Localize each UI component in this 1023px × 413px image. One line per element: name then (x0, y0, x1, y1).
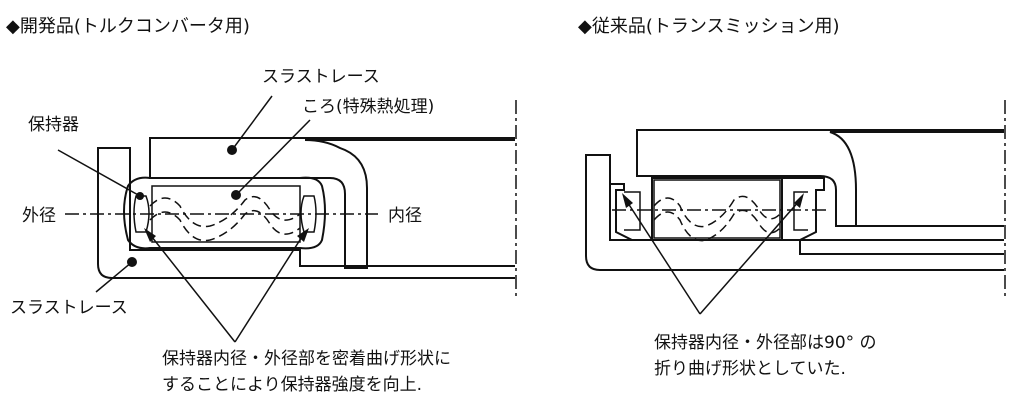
right-arrowhead-a (622, 193, 633, 208)
left-label-thrust-race-top: スラストレース (262, 67, 380, 87)
left-label-outer-diameter: 外径 (22, 206, 56, 226)
left-leader-retainer (57, 149, 141, 197)
left-label-roller: ころ(特殊熱処理) (302, 97, 434, 117)
right-upper-thrust-race (636, 129, 1004, 227)
left-heading: ◆開発品(トルクコンバータ用) (6, 16, 250, 37)
left-leader-race-top (231, 95, 273, 151)
right-leader-note-b (699, 199, 801, 315)
right-lower-thrust-race (585, 154, 1004, 271)
right-roller (653, 179, 781, 239)
right-panel: ◆従来品(トランスミッション用) 保持器内径・外径部は90° の 折り曲げ形状と… (578, 16, 1006, 379)
right-retainer-outer-bend (624, 191, 641, 231)
left-retainer-wave (149, 195, 301, 228)
left-label-retainer: 保持器 (28, 115, 79, 135)
right-retainer (610, 177, 825, 241)
left-leader-roller (235, 119, 311, 196)
left-dot-race-top (227, 145, 237, 155)
left-panel: ◆開発品(トルクコンバータ用) スラストレース ころ(特殊熱処理) (6, 16, 517, 395)
left-lower-thrust-race (97, 147, 515, 279)
left-dot-race-bottom (127, 257, 137, 267)
left-leader-note-a (147, 231, 236, 343)
left-dot-retainer (136, 192, 144, 200)
right-retainer-wave-2 (653, 209, 781, 242)
left-leader-note-b (234, 231, 306, 343)
left-leader-race-bottom (95, 261, 133, 293)
right-note-line1: 保持器内径・外径部は90° の (654, 333, 877, 353)
left-note-line1: 保持器内径・外径部を密着曲げ形状に (162, 349, 451, 369)
right-heading: ◆従来品(トランスミッション用) (578, 16, 840, 37)
left-upper-thrust-race (149, 137, 515, 269)
right-arrowhead-b (794, 193, 804, 208)
left-retainer-wave-2 (149, 209, 301, 242)
left-dot-roller (231, 190, 241, 200)
right-leader-note-a (625, 199, 701, 315)
right-retainer-inner-bend (793, 191, 808, 231)
right-note-line2: 折り曲げ形状としていた. (654, 359, 846, 379)
right-retainer-wave (653, 195, 781, 228)
left-retainer (123, 176, 326, 250)
left-retainer-inner-bend (300, 195, 317, 233)
left-note-line2: することにより保持器強度を向上. (162, 375, 422, 395)
left-arrowhead-b (297, 228, 309, 242)
left-label-thrust-race-bottom: スラストレース (10, 298, 128, 318)
left-arrowhead-a (144, 228, 156, 242)
left-label-inner-diameter: 内径 (388, 206, 422, 226)
